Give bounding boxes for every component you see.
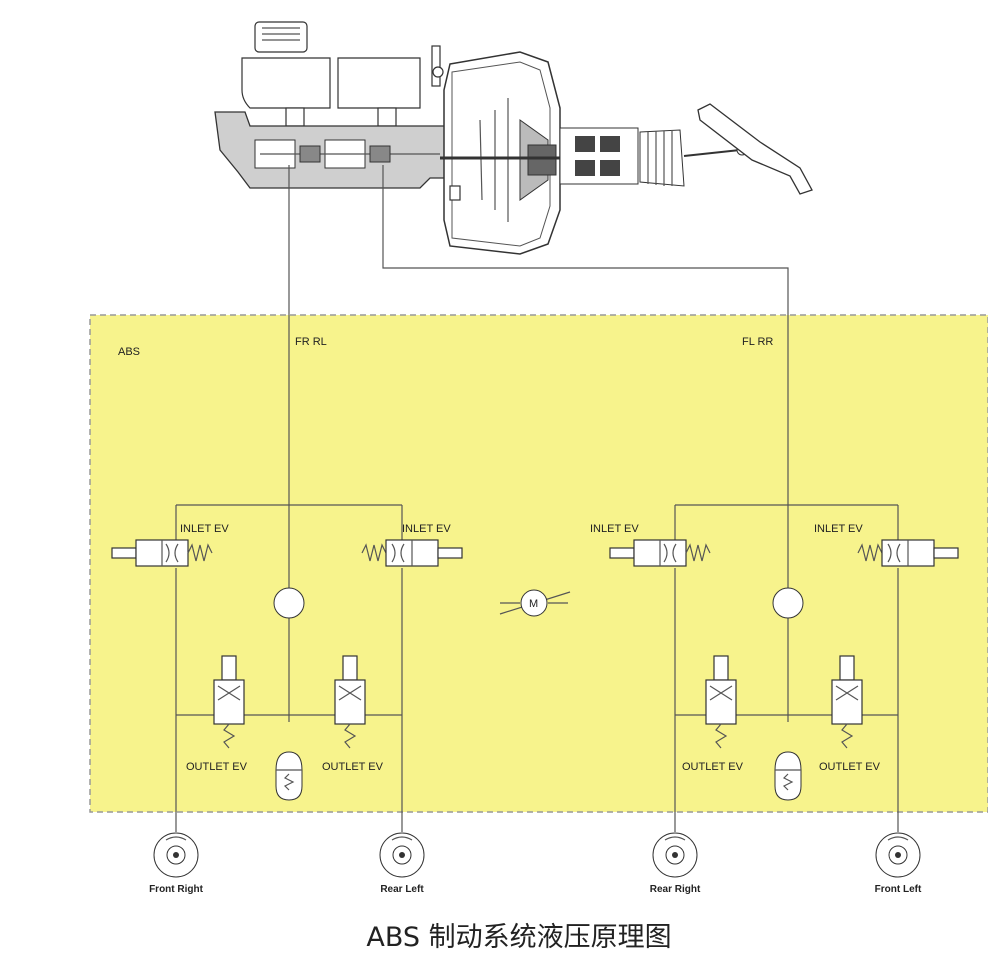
inlet-ev-label: INLET EV (402, 523, 451, 535)
outlet-valve (213, 655, 245, 749)
feed-line-fl-rr (382, 165, 789, 722)
inlet-valve (609, 539, 711, 567)
wheel-label-rear-left: Rear Left (380, 884, 424, 895)
accumulator (275, 751, 303, 801)
master-cylinder-booster (214, 21, 813, 255)
inlet-valve (361, 539, 463, 567)
motor-symbol: M (499, 589, 571, 617)
outlet-ev-label: OUTLET EV (186, 761, 248, 773)
pump-symbol (772, 587, 804, 619)
inlet-ev-label: INLET EV (180, 523, 229, 535)
outlet-ev-label: OUTLET EV (682, 761, 744, 773)
circuit-fl-rr: INLET EV INLET EV OUTLET EV OUTLET EV (590, 504, 959, 832)
outlet-valve (831, 655, 863, 749)
wheel-label-rear-right: Rear Right (650, 884, 701, 895)
outlet-valve (334, 655, 366, 749)
wheel-brake-front-right (153, 832, 199, 878)
wheel-label-front-left: Front Left (875, 884, 922, 895)
wheel-label-front-right: Front Right (149, 884, 204, 895)
line-label-fl-rr: FL RR (742, 336, 773, 348)
accumulator (774, 751, 802, 801)
abs-label: ABS (118, 346, 140, 358)
pump-symbol (273, 587, 305, 619)
circuit-fr-rl: INLET EV INLET EV OUTLET EV OUTLET EV (111, 504, 463, 832)
wheel-brake-rear-left (379, 832, 425, 878)
inlet-ev-label: INLET EV (814, 523, 863, 535)
inlet-ev-label: INLET EV (590, 523, 639, 535)
wheel-brake-front-left (875, 832, 921, 878)
motor-label: M (529, 598, 538, 610)
inlet-valve (857, 539, 959, 567)
outlet-ev-label: OUTLET EV (322, 761, 384, 773)
abs-zone (89, 314, 988, 813)
inlet-valve (111, 539, 213, 567)
wheel-brake-rear-right (652, 832, 698, 878)
outlet-valve (705, 655, 737, 749)
outlet-ev-label: OUTLET EV (819, 761, 881, 773)
line-label-fr-rl: FR RL (295, 336, 327, 348)
figure-caption: ABS 制动系统液压原理图 (366, 922, 671, 953)
